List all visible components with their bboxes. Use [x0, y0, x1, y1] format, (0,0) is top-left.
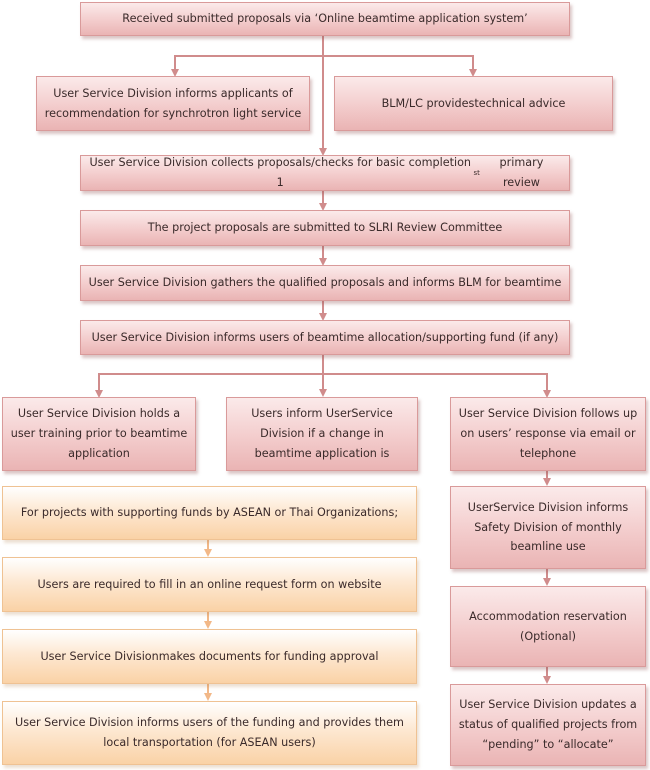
step-gathers-proposals: User Service Division gathers the qualif… [80, 265, 570, 301]
collects-tail-text: primary review [499, 156, 544, 189]
step-review-committee: The project proposals are submitted to S… [80, 210, 570, 246]
step-safety-division: UserService Division informs Safety Divi… [450, 486, 646, 569]
step-supporting-funds: For projects with supporting funds by AS… [2, 486, 417, 540]
step-beamtime-allocation: User Service Division informs users of b… [80, 320, 570, 355]
step-received-proposals: Received submitted proposals via ‘Online… [80, 2, 570, 36]
step-accommodation: Accommodation reservation (Optional) [450, 586, 646, 667]
collects-main-text: User Service Division collects proposals… [89, 156, 472, 189]
step-collects-proposals: User Service Division collects proposals… [80, 155, 570, 191]
step-informs-funding: User Service Division informs users of t… [2, 701, 417, 765]
step-users-inform-change: Users inform UserService Division if a c… [226, 397, 418, 471]
step-blm-technical-advice: BLM/LC providestechnical advice [334, 76, 613, 131]
step-user-training: User Service Division holds a user train… [2, 397, 196, 471]
step-updates-status: User Service Division updates a status o… [450, 684, 646, 766]
step-funding-documents: User Service Divisionmakes documents for… [2, 629, 417, 684]
step-online-request-form: Users are required to fill in an online … [2, 557, 417, 612]
step-follows-up: User Service Division follows up on user… [450, 397, 646, 471]
step-informs-applicants: User Service Division informs applicants… [36, 76, 310, 131]
